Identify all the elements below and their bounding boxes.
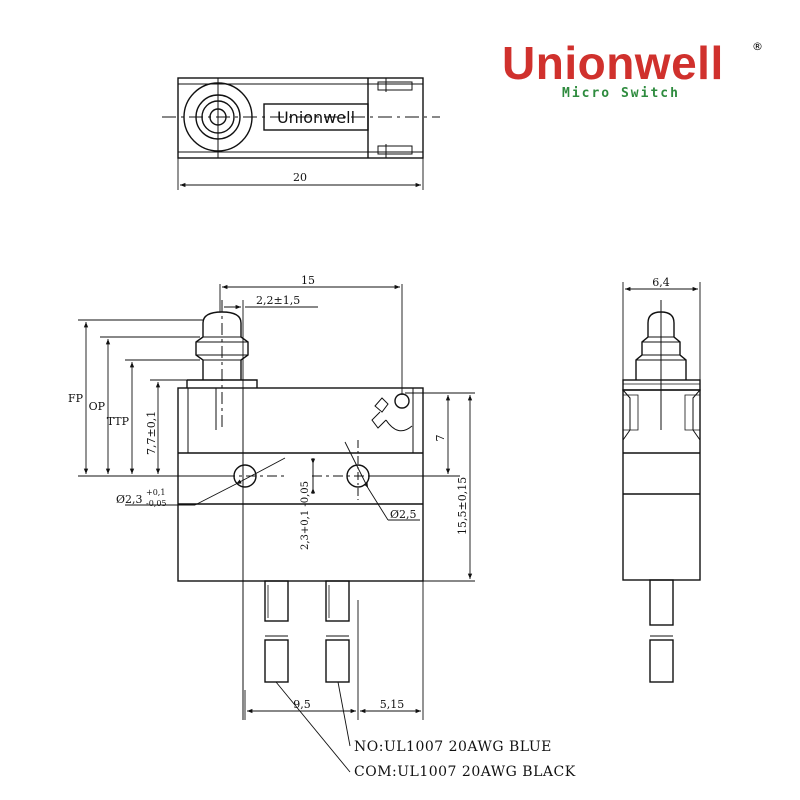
- side-lead-upper: [649, 579, 674, 626]
- label-fp: FP: [68, 392, 84, 405]
- dim-label-6-4: 6,4: [652, 276, 670, 289]
- front-view-body: [177, 387, 424, 582]
- label-ttp: TTP: [107, 415, 130, 428]
- top-view-body-label: Unionwell: [277, 108, 355, 127]
- lead-right-upper: [325, 580, 350, 622]
- front-view: [78, 284, 475, 773]
- dim-label-7: 7: [434, 435, 447, 442]
- dim-label-15-5: 15,5±0,15: [456, 477, 469, 535]
- lead-right-lower: [325, 639, 350, 683]
- dim-label-hole-left-tol-lower: -0,05: [146, 499, 167, 508]
- wire-note-com: COM:UL1007 20AWG BLACK: [354, 764, 576, 780]
- dim-label-hole-left-tol-upper: +0,1: [146, 488, 165, 497]
- leader-hole-right: [344, 441, 369, 489]
- top-view-body: [177, 77, 424, 159]
- wire-note-no: NO:UL1007 20AWG BLUE: [354, 739, 552, 755]
- registered-mark: ®: [752, 40, 763, 53]
- dim-label-15: 15: [301, 274, 315, 287]
- brand-name: Unionwell: [502, 37, 724, 89]
- dim-label-7-7: 7,7±0,1: [145, 411, 158, 455]
- dim-label-20: 20: [293, 171, 307, 184]
- side-lead-lower: [649, 639, 674, 683]
- top-view: [162, 77, 440, 190]
- dim-label-2-3-vertical: 2,3+0,1 -0,05: [300, 481, 311, 550]
- lead-left-upper: [264, 580, 289, 622]
- dim-label-2-2: 2,2±1,5: [256, 294, 300, 307]
- brand-subtitle: Micro Switch: [562, 86, 680, 101]
- label-op: OP: [89, 400, 106, 413]
- side-view: [622, 282, 701, 683]
- lead-left-lower: [264, 639, 289, 683]
- dim-label-9-5: 9,5: [293, 698, 311, 711]
- brand-logo: Unionwell ® Micro Switch: [502, 37, 772, 101]
- dim-label-hole-right: Ø2,5: [390, 508, 417, 521]
- dim-label-5-15: 5,15: [380, 698, 405, 711]
- leader-hole-left: [235, 457, 286, 485]
- dim-label-hole-left: Ø2,3: [116, 493, 143, 506]
